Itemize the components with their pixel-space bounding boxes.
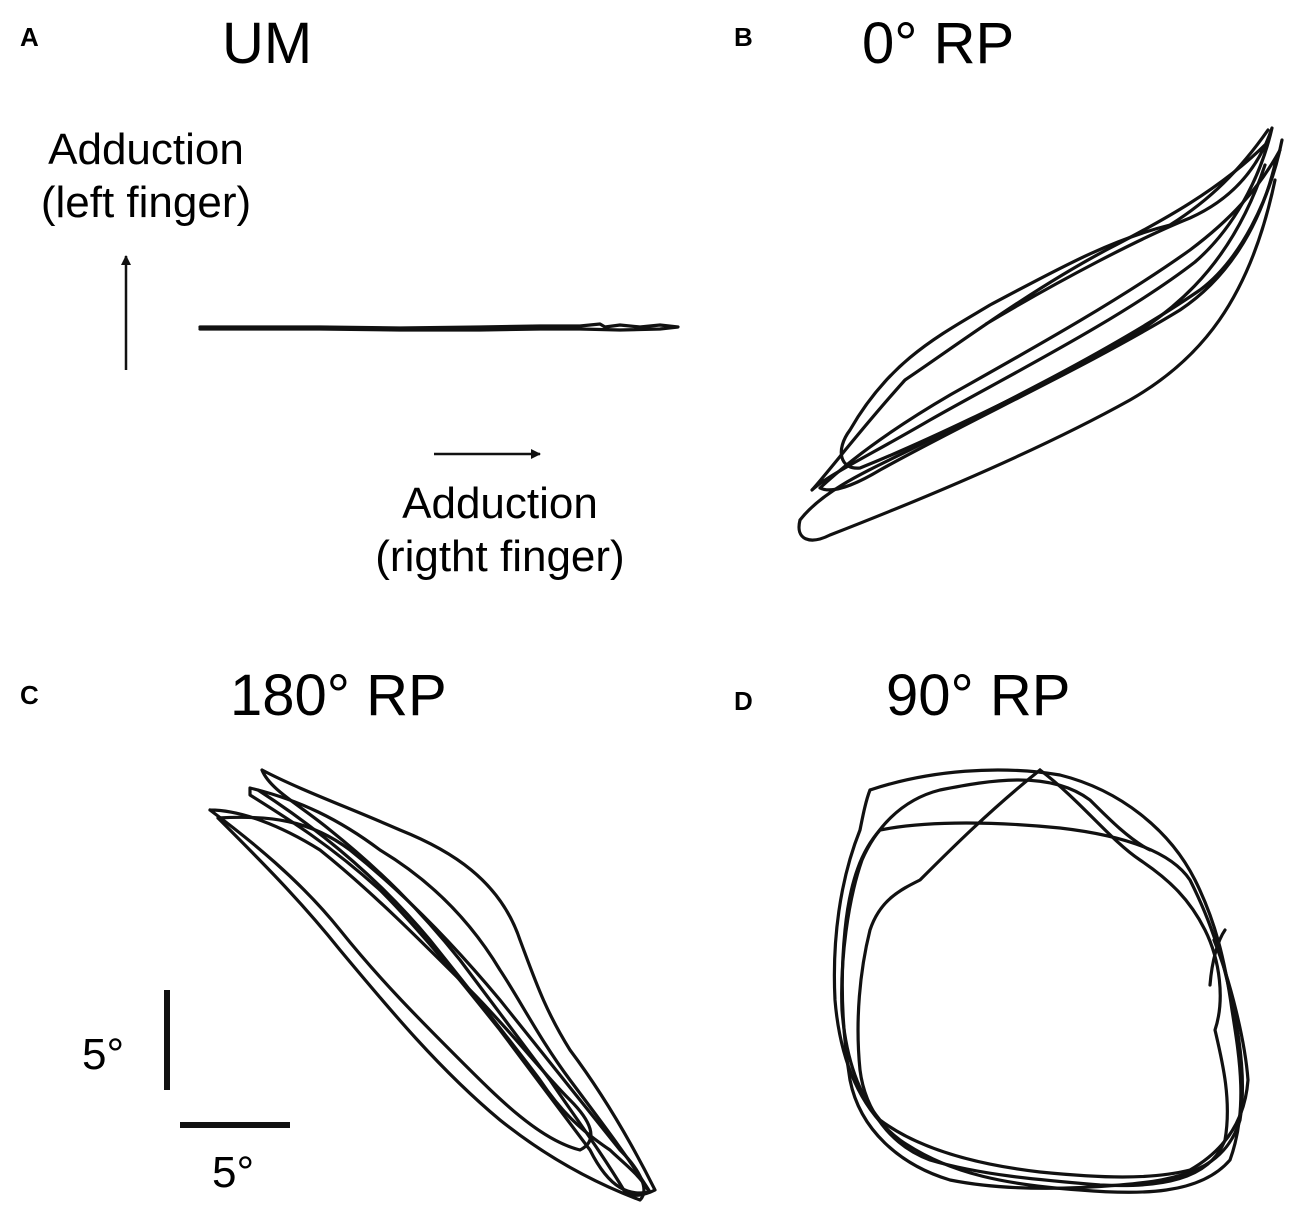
trace-0-rp [797, 126, 1284, 542]
panel-letter-b: B [734, 22, 753, 52]
panel-title-c: 180° RP [230, 663, 447, 728]
scale-bar-horizontal-label: 5° [212, 1148, 255, 1197]
y-axis-label-line2: (left finger) [40, 177, 252, 227]
trace-um [198, 322, 680, 332]
x-axis-label: Adduction (rigtht finger) [320, 478, 680, 584]
y-axis-label-line1: Adduction [48, 125, 244, 174]
panel-title-d: 90° RP [886, 663, 1071, 728]
panel-title-a: UM [222, 11, 313, 76]
panel-letter-c: C [20, 680, 39, 710]
y-axis-label: Adduction (left finger) [8, 124, 284, 230]
x-axis-label-line2: (rigtht finger) [375, 531, 625, 581]
x-axis-label-line1: Adduction [402, 479, 598, 528]
trace-90-rp [832, 768, 1250, 1194]
panel-title-b: 0° RP [862, 11, 1015, 76]
panel-letter-d: D [734, 686, 753, 716]
panel-letter-a: A [20, 22, 39, 52]
scale-bar-vertical-label: 5° [82, 1030, 125, 1079]
trace-180-rp [208, 768, 657, 1202]
